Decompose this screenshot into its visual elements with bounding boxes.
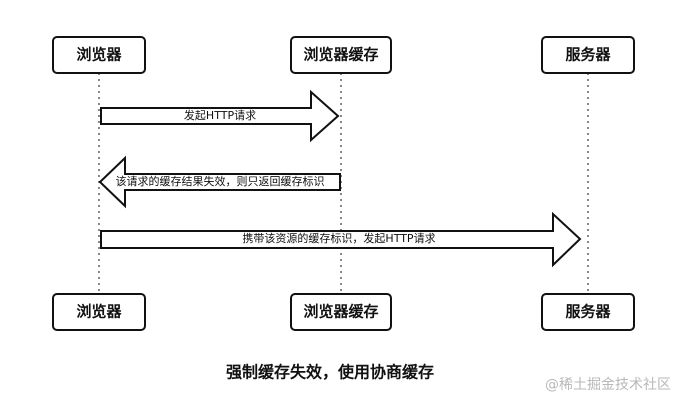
browser-box-bottom: 浏览器 [52, 293, 146, 331]
cache-label-top: 浏览器缓存 [303, 46, 378, 64]
cache-box-top: 浏览器缓存 [290, 36, 392, 74]
server-box-top: 服务器 [541, 36, 635, 74]
server-box-bottom: 服务器 [541, 293, 635, 331]
watermark: @稀土掘金技术社区 [545, 377, 671, 393]
request-with-cache-id-arrow: 携带该资源的缓存标识，发起HTTP请求 [100, 211, 582, 268]
browser-box-top: 浏览器 [52, 36, 146, 74]
cache-label-bottom: 浏览器缓存 [303, 303, 378, 321]
request-arrow: 发起HTTP请求 [100, 89, 340, 143]
request-with-cache-id-label: 携带该资源的缓存标识，发起HTTP请求 [242, 231, 435, 245]
cache-invalid-arrow: 该请求的缓存结果失效，则只返回缓存标识 [98, 155, 341, 209]
diagram-caption: 强制缓存失效，使用协商缓存 [226, 363, 434, 382]
cache-invalid-label: 该请求的缓存结果失效，则只返回缓存标识 [116, 174, 325, 188]
browser-label-top: 浏览器 [76, 46, 122, 64]
server-label-bottom: 服务器 [565, 303, 611, 321]
request-label: 发起HTTP请求 [184, 108, 256, 122]
cache-box-bottom: 浏览器缓存 [290, 293, 392, 331]
server-label-top: 服务器 [565, 46, 611, 64]
browser-label-bottom: 浏览器 [76, 303, 122, 321]
